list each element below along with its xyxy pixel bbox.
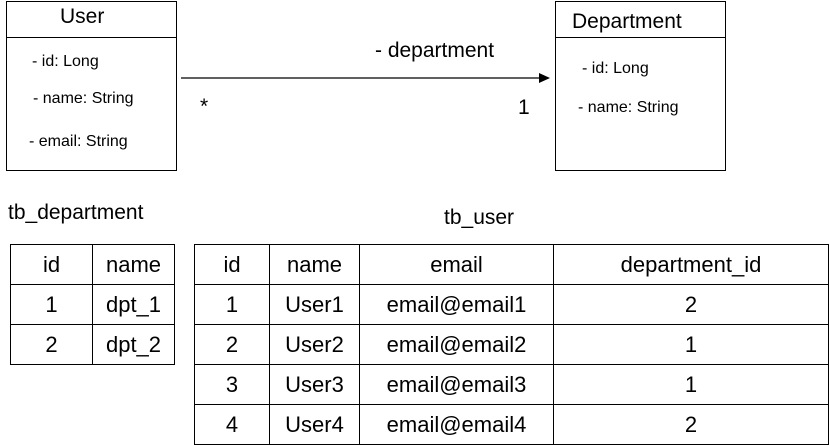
department-attr-id: - id: Long — [582, 60, 649, 77]
table-cell: email@email4 — [359, 404, 554, 445]
table-cell: 2 — [553, 284, 829, 325]
user-attr-id: - id: Long — [32, 53, 99, 70]
table-row: 2 dpt_2 — [10, 324, 175, 365]
table-header-cell: id — [10, 244, 93, 285]
department-class-title: Department — [556, 2, 725, 38]
table-cell: 3 — [194, 364, 270, 405]
table-cell: 1 — [553, 324, 829, 365]
association-arrowhead — [539, 73, 550, 83]
table-header-cell: name — [269, 244, 360, 285]
target-multiplicity: 1 — [518, 96, 530, 119]
tb-department-caption: tb_department — [8, 201, 144, 224]
table-row: 4 User4 email@email4 2 — [194, 404, 829, 445]
table-cell: User1 — [269, 284, 360, 325]
tb-user-table: id name email department_id 1 User1 emai… — [194, 244, 829, 445]
table-cell: 1 — [10, 284, 93, 325]
table-cell: 1 — [194, 284, 270, 325]
table-cell: 1 — [553, 364, 829, 405]
department-class-box: Department - id: Long - name: String — [555, 1, 726, 171]
table-cell: User2 — [269, 324, 360, 365]
table-header-row: id name — [10, 244, 175, 285]
table-row: 3 User3 email@email3 1 — [194, 364, 829, 405]
association-role-label: - department — [375, 39, 495, 62]
table-cell: dpt_1 — [92, 284, 175, 325]
table-cell: dpt_2 — [92, 324, 175, 365]
user-class-box: User - id: Long - name: String - email: … — [6, 1, 177, 171]
table-row: 1 User1 email@email1 2 — [194, 284, 829, 325]
table-cell: User4 — [269, 404, 360, 445]
table-cell: 2 — [194, 324, 270, 365]
table-row: 2 User2 email@email2 1 — [194, 324, 829, 365]
user-class-title: User — [7, 2, 176, 38]
table-header-row: id name email department_id — [194, 244, 829, 285]
table-cell: User3 — [269, 364, 360, 405]
table-cell: email@email2 — [359, 324, 554, 365]
source-multiplicity: * — [200, 95, 209, 118]
department-attr-name: - name: String — [578, 99, 679, 116]
table-cell: email@email3 — [359, 364, 554, 405]
user-attr-name: - name: String — [33, 90, 134, 107]
user-attr-email: - email: String — [29, 133, 128, 150]
table-header-cell: email — [359, 244, 554, 285]
tb-department-table: id name 1 dpt_1 2 dpt_2 — [10, 244, 175, 365]
table-cell: email@email1 — [359, 284, 554, 325]
table-cell: 2 — [10, 324, 93, 365]
table-cell: 2 — [553, 404, 829, 445]
table-header-cell: department_id — [553, 244, 829, 285]
table-header-cell: id — [194, 244, 270, 285]
table-row: 1 dpt_1 — [10, 284, 175, 325]
table-header-cell: name — [92, 244, 175, 285]
table-cell: 4 — [194, 404, 270, 445]
tb-user-caption: tb_user — [444, 206, 515, 229]
